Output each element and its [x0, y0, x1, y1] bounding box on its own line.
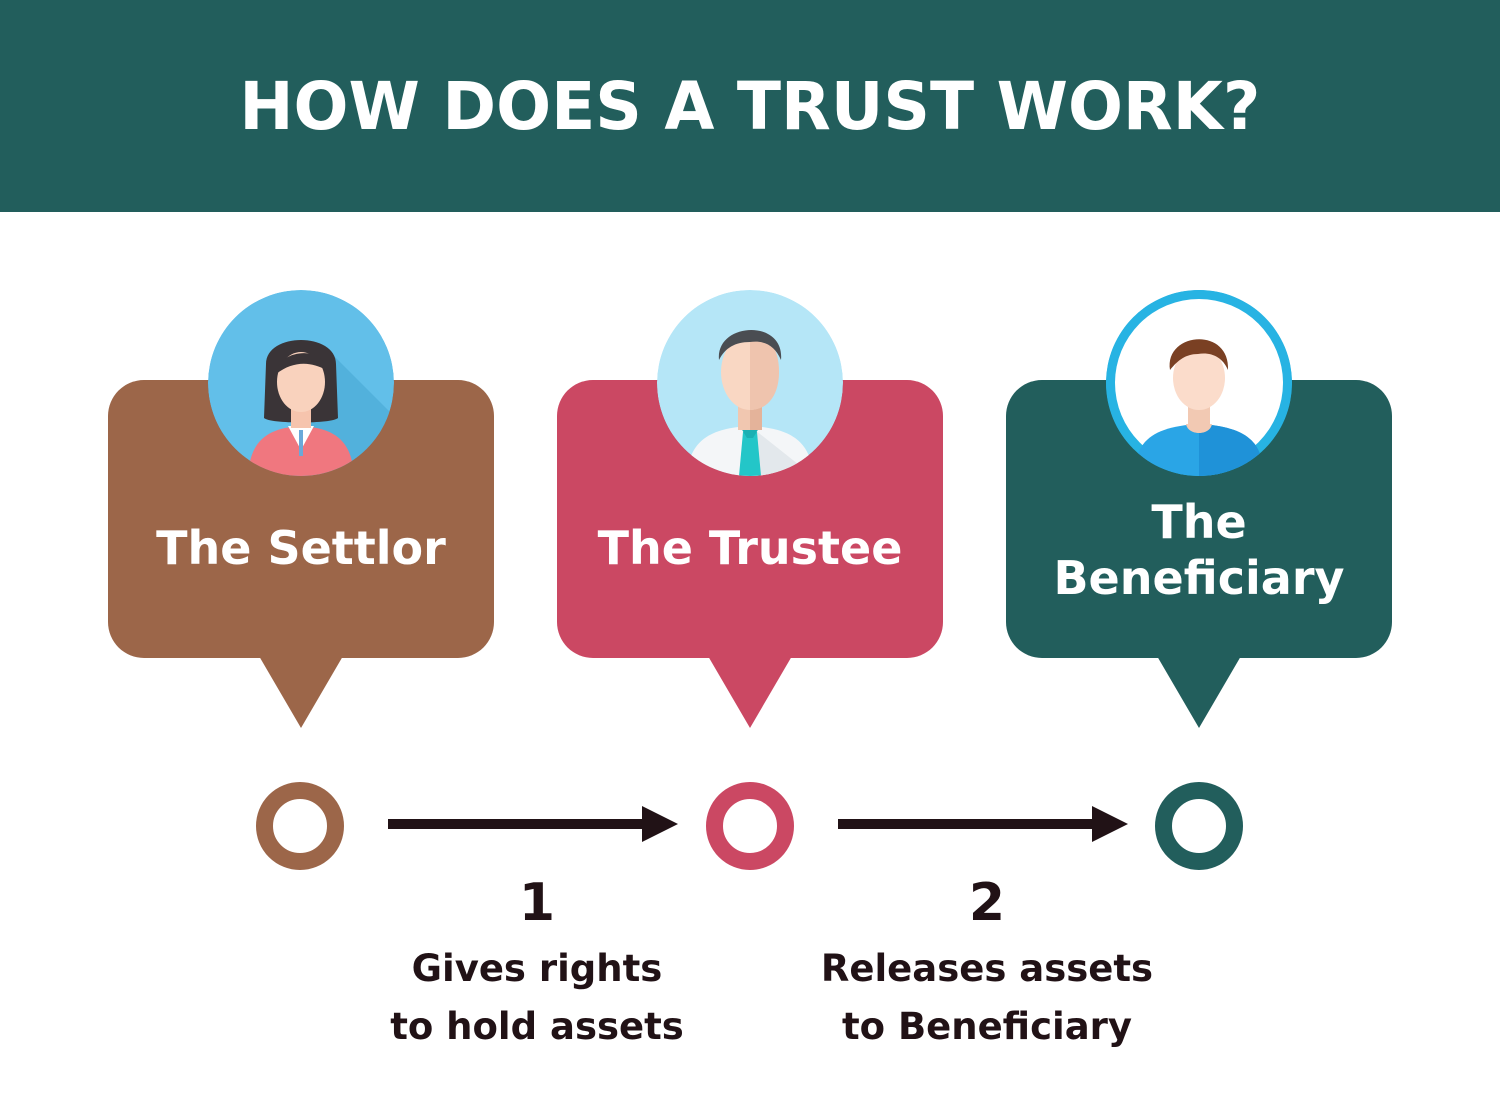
woman-avatar-icon [208, 290, 394, 476]
man-avatar-icon [1106, 290, 1292, 476]
beneficiary-label-line1: The [1151, 495, 1247, 549]
settlor-label: The Settlor [156, 521, 446, 575]
trustee-card-pointer [708, 656, 792, 728]
beneficiary-card: The Beneficiary [1006, 380, 1392, 728]
arrow-right-icon [838, 806, 1128, 842]
arrow-right-icon [388, 806, 678, 842]
step-description-line1: Releases assets [820, 947, 1154, 990]
beneficiary-label-line2: Beneficiary [1053, 551, 1345, 605]
businessman-avatar-icon [657, 290, 843, 476]
step-description-line2: to Beneficiary [841, 1005, 1133, 1048]
step-description-line1: Gives rights [411, 947, 663, 990]
trustee-label: The Trustee [597, 521, 903, 575]
step-number: 1 [518, 873, 556, 933]
beneficiary-node [1155, 782, 1243, 870]
step-2: 2 Releases assets to Beneficiary [777, 872, 1197, 1056]
step-1: 1 Gives rights to hold assets [327, 872, 747, 1056]
step-number: 2 [968, 873, 1006, 933]
settlor-card-pointer [259, 656, 343, 728]
page-title: HOW DOES A TRUST WORK? [239, 67, 1261, 145]
header-banner: HOW DOES A TRUST WORK? [0, 0, 1500, 212]
settlor-node [256, 782, 344, 870]
step-description-line2: to hold assets [390, 1005, 684, 1048]
beneficiary-card-pointer [1157, 656, 1241, 728]
trustee-node [706, 782, 794, 870]
